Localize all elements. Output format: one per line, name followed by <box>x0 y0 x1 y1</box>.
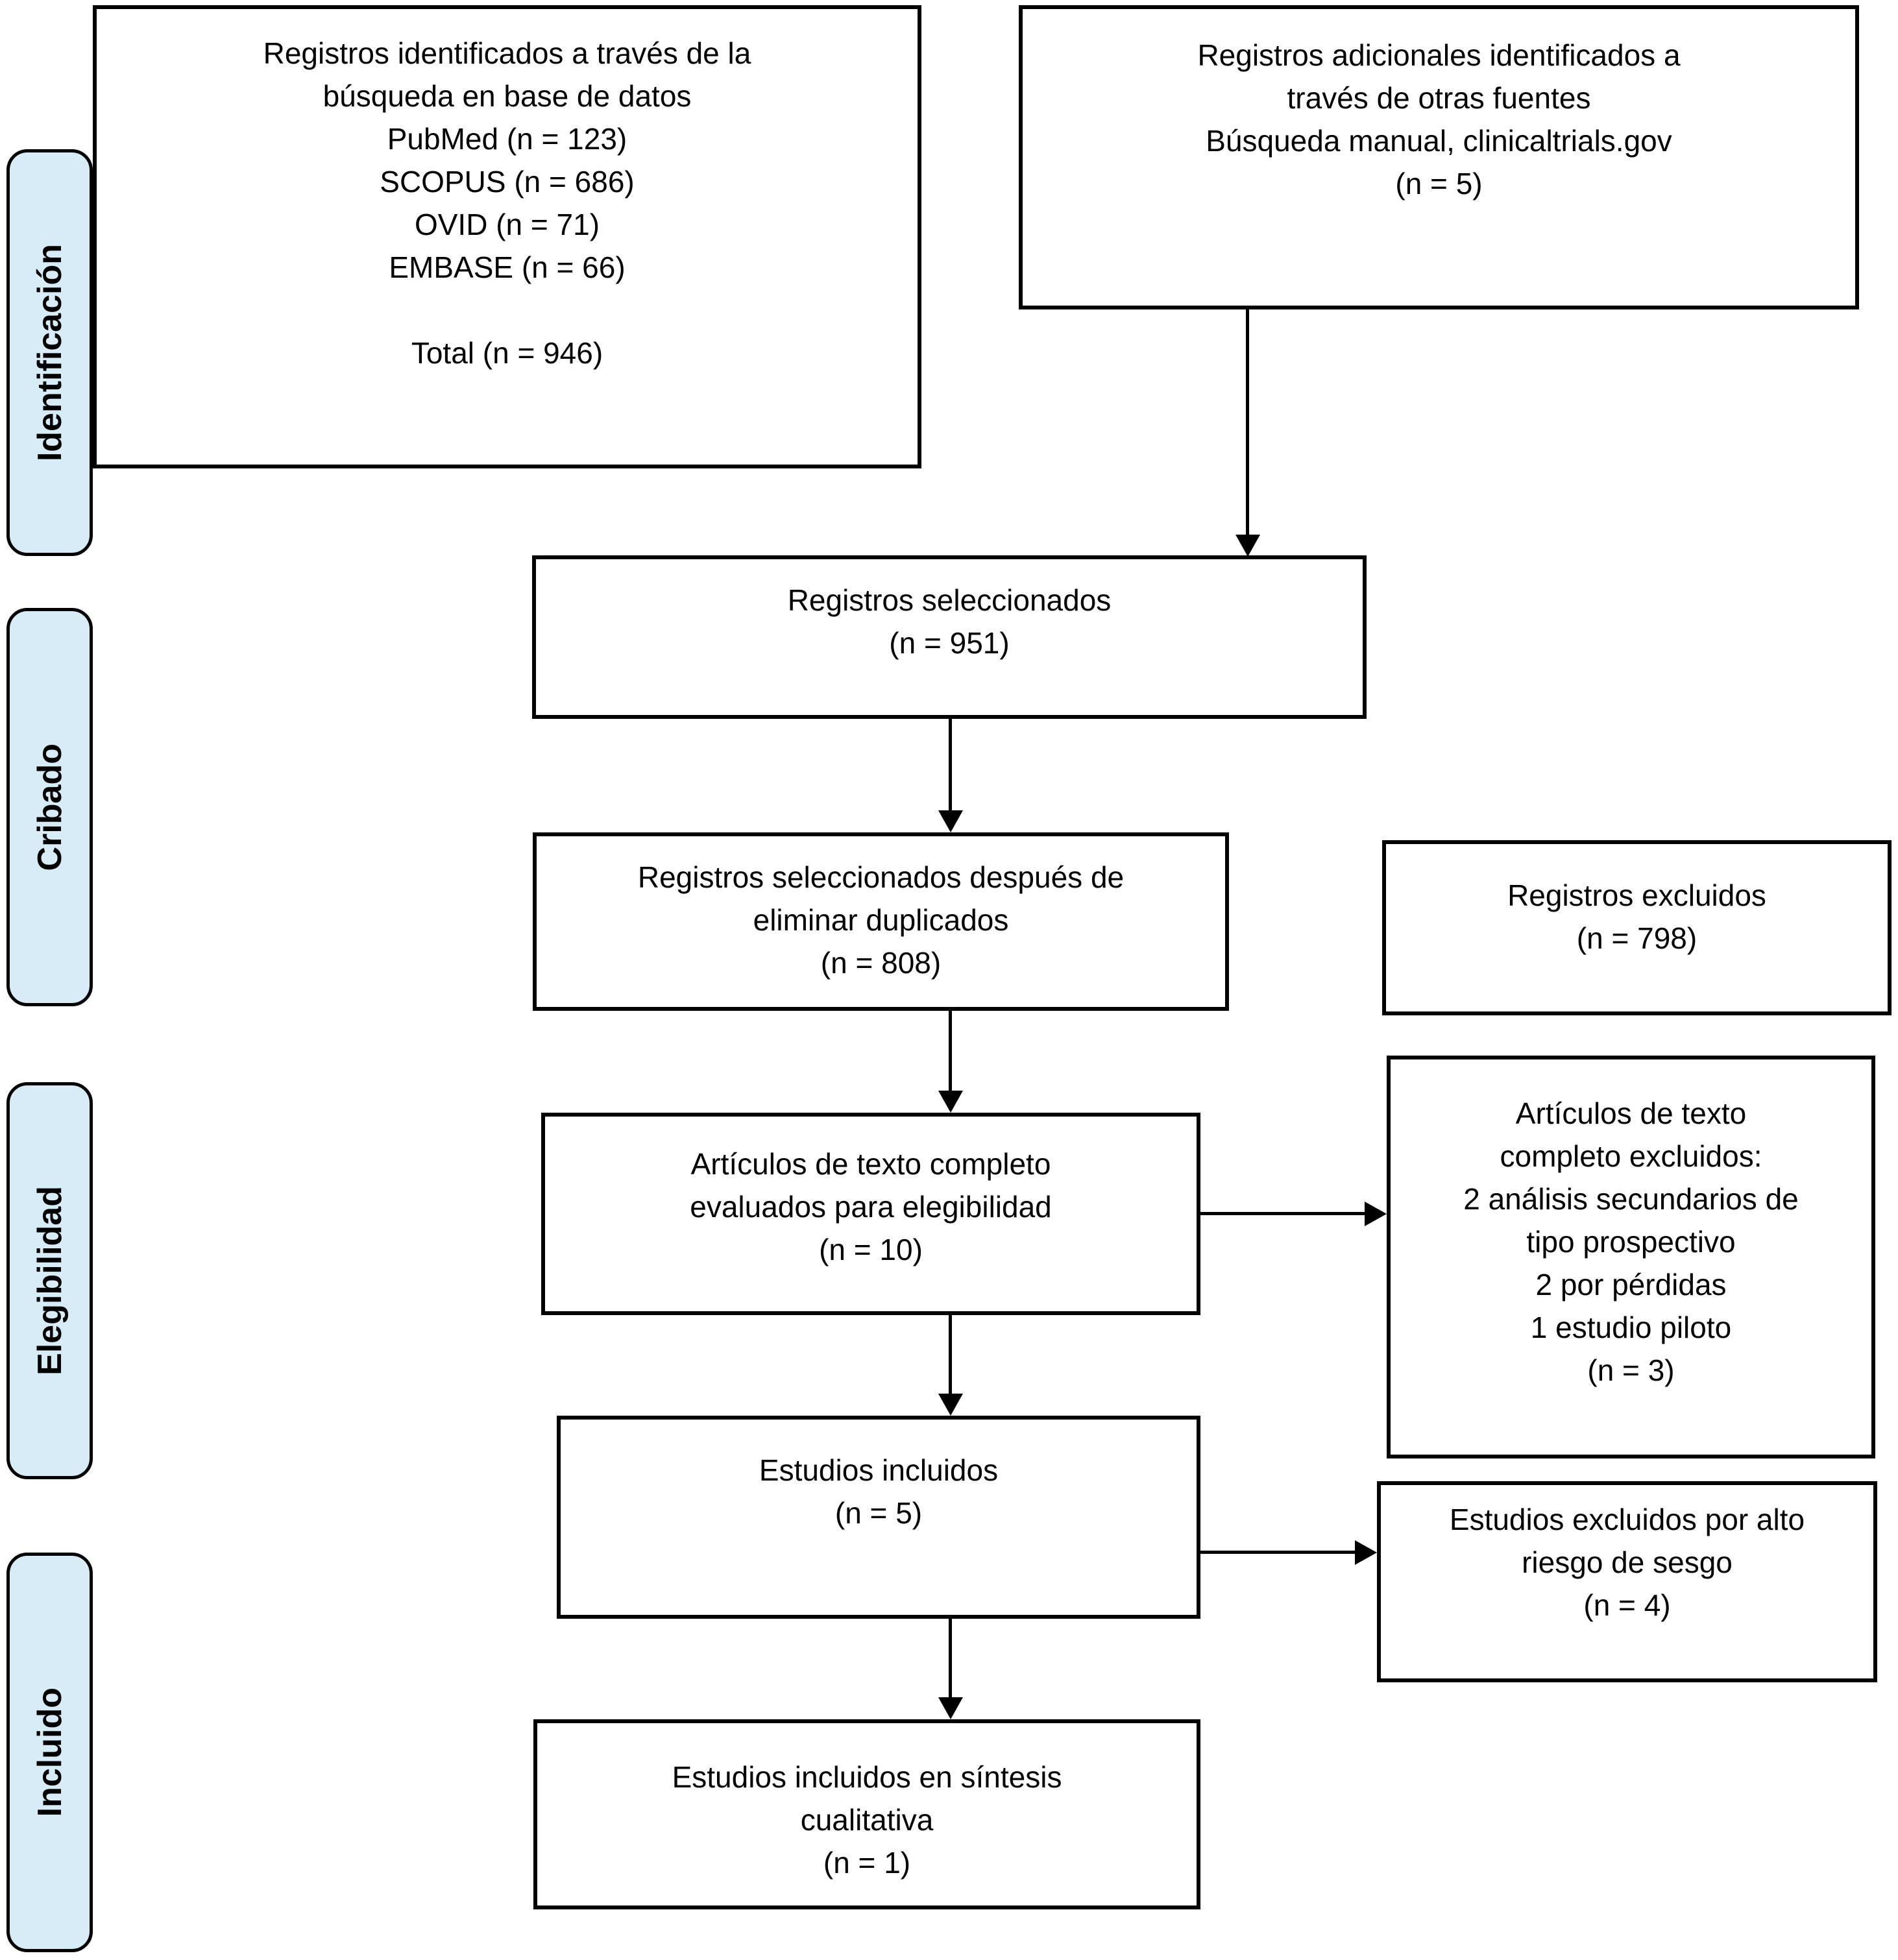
text-line: 1 estudio piloto <box>1530 1311 1732 1344</box>
text-line: SCOPUS (n = 686) <box>380 165 635 199</box>
text-line: Estudios excluidos por alto <box>1449 1503 1805 1536</box>
text-line: Artículos de texto completo <box>690 1147 1051 1181</box>
text-line: EMBASE (n = 66) <box>389 250 626 284</box>
text-line: Registros seleccionados <box>787 583 1112 617</box>
text-line: través de otras fuentes <box>1287 81 1591 115</box>
text-line: evaluados para elegibilidad <box>690 1190 1052 1224</box>
text-line: PubMed (n = 123) <box>387 122 627 156</box>
arrow-head-down-icon <box>938 1697 963 1719</box>
box-studies-included: Estudios incluidos (n = 5) <box>557 1416 1200 1619</box>
text-line: Registros adicionales identificados a <box>1197 38 1681 72</box>
arrow-line <box>949 1315 952 1394</box>
text-line: Total (n = 946) <box>411 336 603 370</box>
box-excluded-high-bias: Estudios excluidos por alto riesgo de ses… <box>1377 1481 1877 1682</box>
box-after-duplicates: Registros seleccionados después de elimin… <box>533 832 1229 1011</box>
arrow-head-down-icon <box>938 810 963 832</box>
arrow-line <box>1200 1212 1365 1215</box>
arrow-head-right-icon <box>1365 1202 1387 1226</box>
box-records-excluded: Registros excluidos (n = 798) <box>1382 840 1892 1015</box>
text-line: Registros excluidos <box>1507 878 1766 912</box>
text-line: tipo prospectivo <box>1526 1225 1736 1259</box>
box-additional-sources: Registros adicionales identificados a tra… <box>1019 5 1859 309</box>
text-line: (n = 5) <box>834 1496 923 1530</box>
text-line <box>97 289 918 332</box>
text-line: Artículos de texto <box>1515 1096 1747 1130</box>
arrow-line <box>1246 309 1249 535</box>
text-line: OVID (n = 71) <box>414 208 600 241</box>
stage-screening: Cribado <box>6 608 93 1006</box>
stage-identification-label: Identificación <box>30 243 69 462</box>
text-line: búsqueda en base de datos <box>322 79 692 113</box>
arrow-line <box>949 719 952 810</box>
text-line: completo excluidos: <box>1500 1139 1762 1173</box>
text-line: Registros seleccionados después de <box>637 860 1125 894</box>
arrow-head-down-icon <box>1235 535 1260 557</box>
text-line: (n = 951) <box>889 626 1010 660</box>
arrow-line <box>949 1011 952 1091</box>
text-line: Estudios incluidos en síntesis <box>672 1760 1062 1794</box>
stage-eligibility-label: Elegibilidad <box>30 1186 69 1375</box>
arrow-head-down-icon <box>938 1091 963 1113</box>
text-line: (n = 10) <box>819 1233 923 1266</box>
text-line: eliminar duplicados <box>753 903 1009 937</box>
text-line: (n = 798) <box>1576 921 1697 955</box>
text-line: 2 por pérdidas <box>1535 1268 1727 1301</box>
text-line: (n = 5) <box>1395 167 1483 200</box>
text-line: (n = 808) <box>820 946 942 980</box>
box-fulltext-assessed: Artículos de texto completo evaluados par… <box>541 1113 1200 1315</box>
text-line: 2 análisis secundarios de <box>1463 1182 1799 1216</box>
stage-eligibility: Elegibilidad <box>6 1082 93 1479</box>
text-line: (n = 4) <box>1583 1588 1671 1622</box>
text-line: Estudios incluidos <box>759 1453 999 1487</box>
arrow-head-right-icon <box>1355 1540 1377 1565</box>
text-line: cualitativa <box>800 1803 934 1837</box>
text-line: (n = 1) <box>823 1846 911 1880</box>
box-identified-databases: Registros identificados a través de la bú… <box>93 5 921 468</box>
arrow-line <box>949 1619 952 1697</box>
box-qualitative-synthesis: Estudios incluidos en síntesis cualitativ… <box>533 1719 1200 1909</box>
text-line: Búsqueda manual, clinicaltrials.gov <box>1206 124 1672 158</box>
stage-screening-label: Cribado <box>30 743 69 871</box>
stage-included: Incluido <box>6 1553 93 1952</box>
box-fulltext-excluded: Artículos de texto completo excluidos: 2 a… <box>1387 1056 1875 1458</box>
text-line: riesgo de sesgo <box>1522 1545 1733 1579</box>
box-records-selected: Registros seleccionados (n = 951) <box>532 555 1367 719</box>
text-line: (n = 3) <box>1587 1353 1675 1387</box>
stage-included-label: Incluido <box>30 1688 69 1817</box>
stage-identification: Identificación <box>6 149 93 556</box>
arrow-head-down-icon <box>938 1394 963 1416</box>
arrow-line <box>1200 1551 1355 1554</box>
text-line: Registros identificados a través de la <box>263 36 751 70</box>
